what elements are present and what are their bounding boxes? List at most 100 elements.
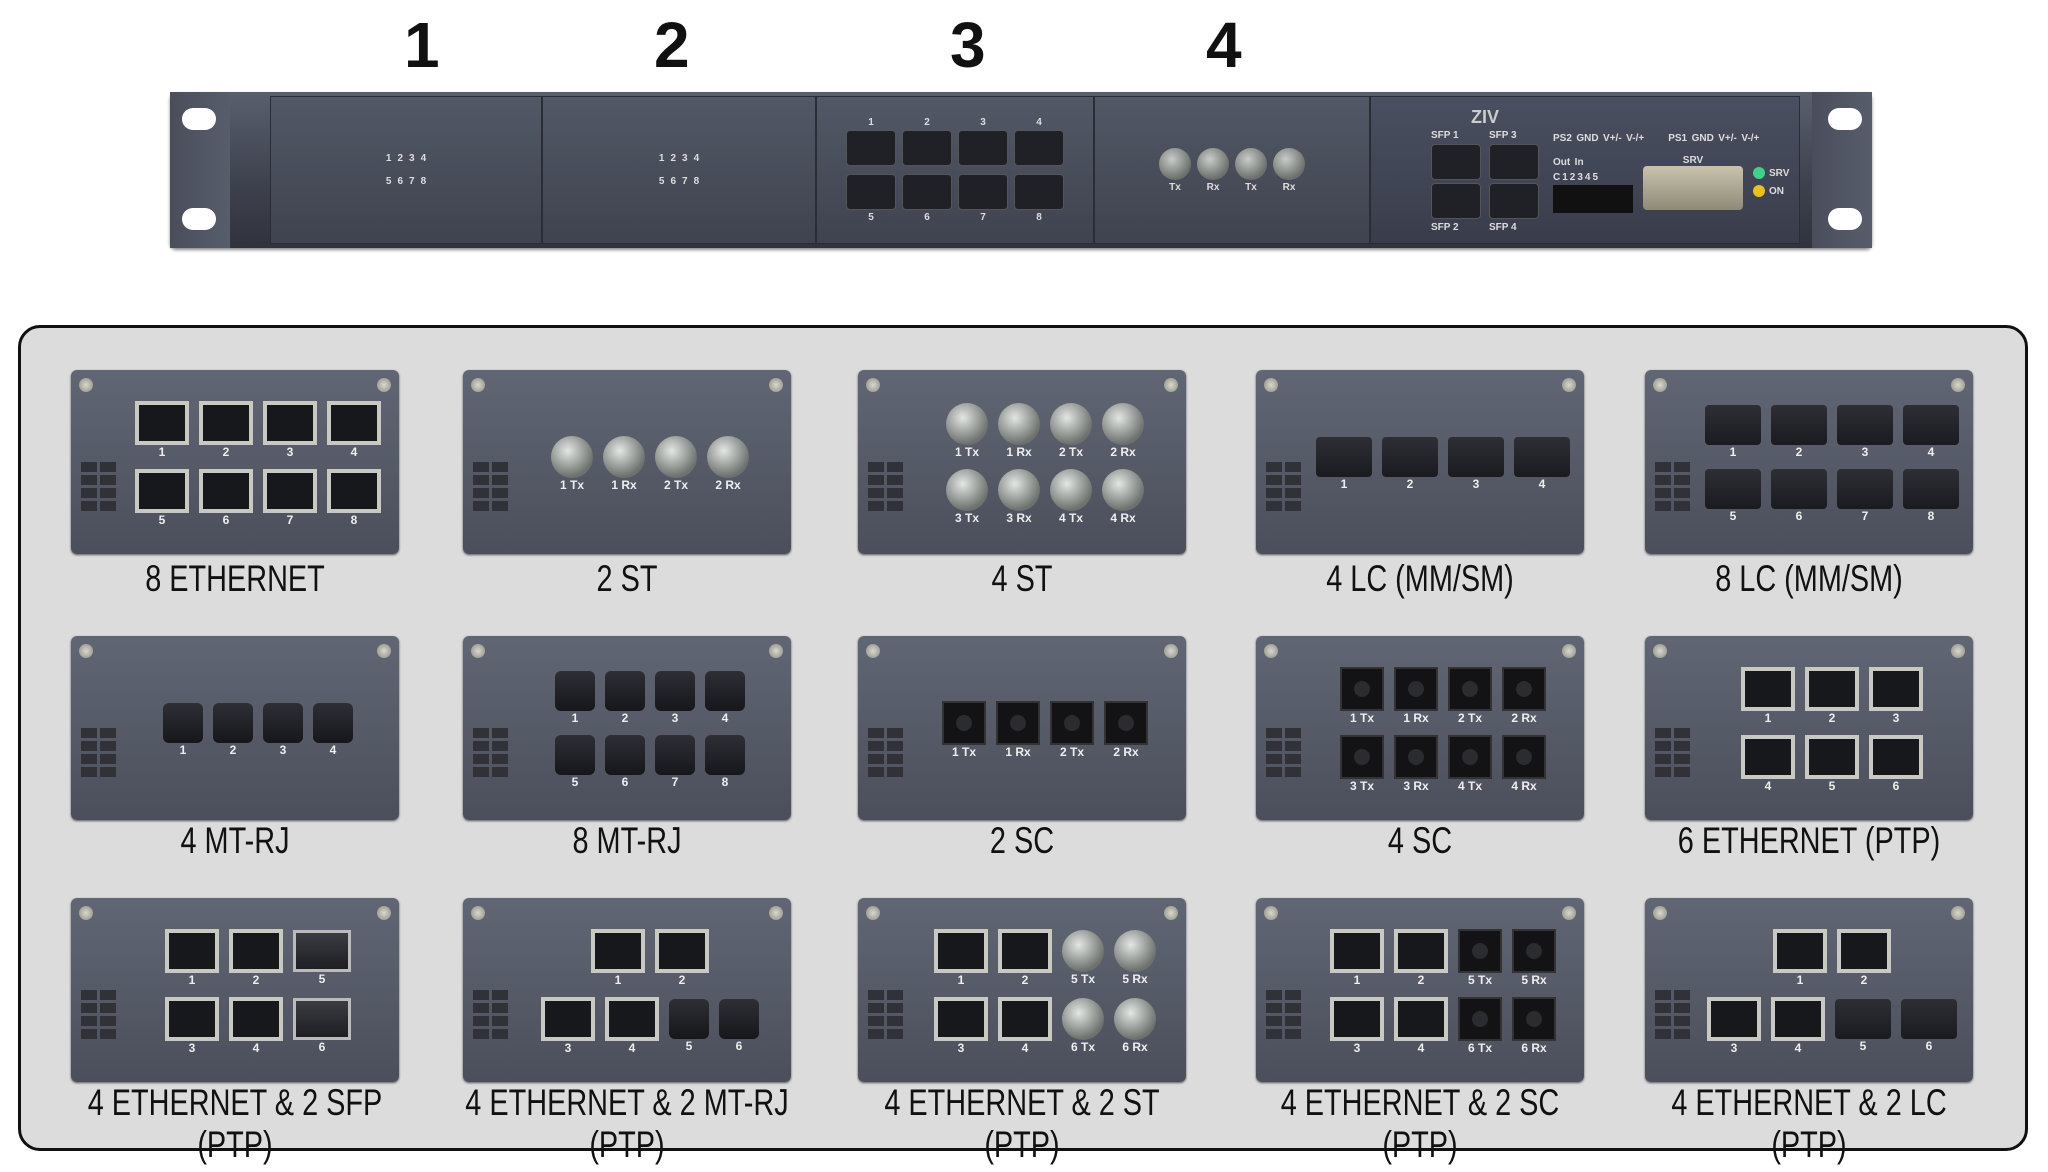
rj45-port[interactable] [1707, 997, 1761, 1041]
rj45-port[interactable] [934, 929, 988, 973]
rj45-port[interactable] [1773, 929, 1827, 973]
mtrj-port[interactable] [213, 703, 253, 743]
mtrj-port[interactable] [705, 671, 745, 711]
st-port[interactable] [1102, 403, 1144, 445]
rj45-port[interactable] [1771, 997, 1825, 1041]
st-port[interactable] [1235, 147, 1267, 180]
sc-port[interactable] [1502, 667, 1546, 711]
lc-port[interactable] [1901, 999, 1957, 1039]
rj45-port[interactable] [327, 401, 381, 445]
rj45-port[interactable] [199, 401, 253, 445]
st-port[interactable] [1114, 998, 1156, 1040]
st-port[interactable] [998, 469, 1040, 511]
rj45-port[interactable] [934, 997, 988, 1041]
mtrj-port[interactable] [263, 703, 303, 743]
sc-port[interactable] [1340, 667, 1384, 711]
lc-port[interactable] [1705, 469, 1761, 509]
rj45-port[interactable] [1805, 667, 1859, 711]
rj45-port[interactable] [1741, 735, 1795, 779]
rj45-port[interactable] [229, 929, 283, 973]
rj45-port[interactable] [1805, 735, 1859, 779]
lc-port[interactable] [1835, 999, 1891, 1039]
sc-port[interactable] [1512, 997, 1556, 1041]
rj45-port[interactable] [1330, 929, 1384, 973]
lc-port[interactable] [958, 174, 1008, 210]
lc-port[interactable] [1903, 469, 1959, 509]
lc-port[interactable] [1514, 437, 1570, 477]
lc-port[interactable] [1837, 469, 1893, 509]
lc-port[interactable] [1903, 405, 1959, 445]
lc-port[interactable] [1837, 405, 1893, 445]
rj45-port[interactable] [165, 929, 219, 973]
mtrj-port[interactable] [719, 999, 759, 1039]
rj45-port[interactable] [591, 929, 645, 973]
sfp-port[interactable] [293, 930, 351, 972]
rj45-port[interactable] [263, 401, 317, 445]
mtrj-port[interactable] [705, 735, 745, 775]
rj45-port[interactable] [541, 997, 595, 1041]
st-port[interactable] [946, 403, 988, 445]
st-port[interactable] [1159, 147, 1191, 180]
rj45-port[interactable] [1869, 667, 1923, 711]
st-port[interactable] [603, 436, 645, 478]
lc-port[interactable] [1771, 469, 1827, 509]
sc-port[interactable] [1394, 735, 1438, 779]
st-port[interactable] [1114, 930, 1156, 972]
lc-port[interactable] [902, 174, 952, 210]
mtrj-port[interactable] [669, 999, 709, 1039]
mtrj-port[interactable] [163, 703, 203, 743]
rj45-port[interactable] [199, 469, 253, 513]
sfp-port[interactable] [293, 998, 351, 1040]
sfp-port-1[interactable] [1431, 144, 1481, 180]
st-port[interactable] [1062, 998, 1104, 1040]
lc-port[interactable] [1705, 405, 1761, 445]
sc-port[interactable] [942, 701, 986, 745]
rj45-port[interactable] [135, 469, 189, 513]
rj45-port[interactable] [135, 401, 189, 445]
rj45-port[interactable] [998, 997, 1052, 1041]
rj45-port[interactable] [327, 469, 381, 513]
mtrj-port[interactable] [655, 671, 695, 711]
st-port[interactable] [1050, 403, 1092, 445]
rj45-port[interactable] [229, 997, 283, 1041]
sc-port[interactable] [1502, 735, 1546, 779]
rj45-port[interactable] [1394, 997, 1448, 1041]
lc-port[interactable] [1771, 405, 1827, 445]
sc-port[interactable] [1458, 929, 1502, 973]
sc-port[interactable] [996, 701, 1040, 745]
lc-port[interactable] [846, 174, 896, 210]
sc-port[interactable] [1448, 667, 1492, 711]
lc-port[interactable] [1014, 130, 1064, 166]
lc-port[interactable] [846, 130, 896, 166]
rj45-port[interactable] [165, 997, 219, 1041]
sc-port[interactable] [1512, 929, 1556, 973]
st-port[interactable] [998, 403, 1040, 445]
rj45-port[interactable] [263, 469, 317, 513]
rj45-port[interactable] [998, 929, 1052, 973]
sfp-port-4[interactable] [1489, 183, 1539, 219]
st-port[interactable] [551, 436, 593, 478]
rj45-port[interactable] [1741, 667, 1795, 711]
mtrj-port[interactable] [655, 735, 695, 775]
sfp-port-3[interactable] [1489, 144, 1539, 180]
rj45-port[interactable] [1869, 735, 1923, 779]
sfp-port-2[interactable] [1431, 183, 1481, 219]
rj45-port[interactable] [605, 997, 659, 1041]
st-port[interactable] [1102, 469, 1144, 511]
mtrj-port[interactable] [605, 671, 645, 711]
st-port[interactable] [946, 469, 988, 511]
rj45-port[interactable] [1837, 929, 1891, 973]
mtrj-port[interactable] [313, 703, 353, 743]
mtrj-port[interactable] [555, 671, 595, 711]
serial-port[interactable] [1643, 165, 1743, 210]
lc-port[interactable] [902, 130, 952, 166]
rj45-port[interactable] [1394, 929, 1448, 973]
sc-port[interactable] [1050, 701, 1094, 745]
sc-port[interactable] [1104, 701, 1148, 745]
st-port[interactable] [707, 436, 749, 478]
lc-port[interactable] [1382, 437, 1438, 477]
mtrj-port[interactable] [555, 735, 595, 775]
sc-port[interactable] [1340, 735, 1384, 779]
mtrj-port[interactable] [605, 735, 645, 775]
